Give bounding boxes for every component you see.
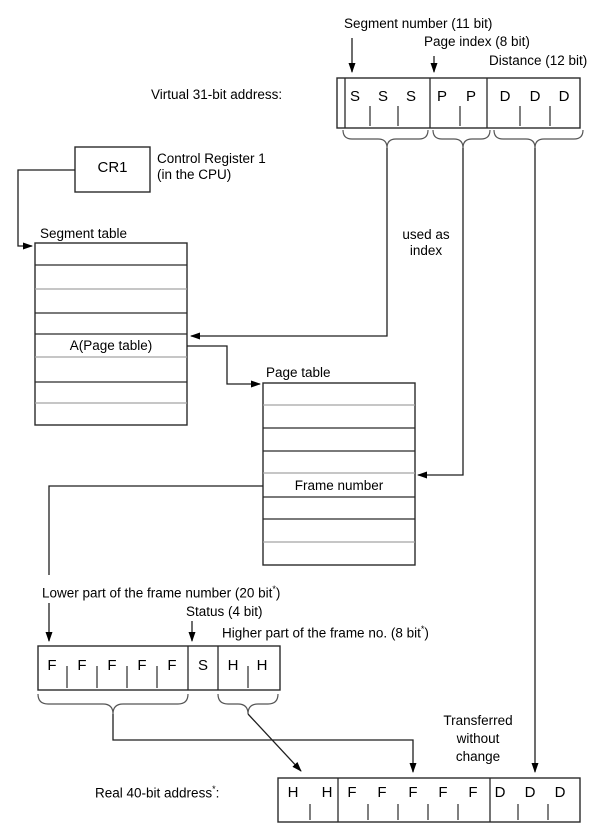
connectors — [17, 38, 539, 773]
virtual-address-box — [336, 77, 581, 129]
real-address-label: Real 40-bit address*: — [95, 781, 219, 802]
page-table-outline — [262, 382, 416, 566]
real-bit-letter: F — [468, 784, 478, 801]
lower-part-close: ) — [275, 585, 281, 601]
frame-entry-box — [37, 645, 281, 691]
higher-frame-brace — [217, 693, 279, 715]
virtual-bit-letter: D — [529, 88, 541, 105]
virtual-address-label: Virtual 31-bit address: — [151, 87, 283, 102]
real-bit-letter: H — [321, 784, 333, 801]
a-page-table-cell: A(Page table) — [69, 338, 153, 353]
transferred-line2: without — [456, 731, 500, 746]
segment-number-label: Segment number (11 bit) — [344, 16, 493, 31]
higher-part-asterisk: * — [420, 624, 425, 634]
frame-entry-bit-letter: F — [137, 657, 147, 674]
real-address-asterisk: * — [212, 784, 216, 794]
real-address-colon: : — [215, 785, 220, 801]
real-bit-letter: H — [287, 784, 299, 801]
virtual-bit-letter: P — [465, 88, 476, 105]
frame-entry-bit-letter: F — [107, 657, 117, 674]
status-label: Status (4 bit) — [186, 604, 263, 619]
higher-frame-to-real-connector — [247, 713, 302, 772]
lower-frame-brace — [37, 693, 189, 715]
frame-entry-bit-letter: F — [47, 657, 57, 674]
frame-entry-box-outline — [37, 645, 281, 691]
distance-label: Distance (12 bit) — [489, 53, 588, 68]
page-table-grid — [262, 382, 416, 566]
distance-bits-brace — [493, 129, 584, 149]
virtual-bit-letter: S — [377, 88, 388, 105]
real-bit-letter: F — [438, 784, 448, 801]
frame-entry-bit-letter: F — [167, 657, 177, 674]
real-address-box — [277, 777, 581, 823]
frame-entry-bit-letter: F — [77, 657, 87, 674]
cr1-to-segment-table-connector — [17, 169, 75, 250]
frame-number-connector — [48, 485, 263, 575]
frame-number-cell: Frame number — [294, 478, 384, 493]
virtual-bit-letter: D — [499, 88, 511, 105]
virtual-bit-letter: S — [349, 88, 360, 105]
virtual-bit-letter: P — [436, 88, 447, 105]
segment-bits-brace — [342, 129, 429, 149]
control-register-label: Control Register 1(in the CPU) — [157, 151, 266, 183]
virtual-bit-letter: S — [405, 88, 416, 105]
used-as-line2: index — [409, 243, 443, 258]
lower-part-text: Lower part of the frame number (20 bit — [42, 585, 273, 601]
real-bit-letter: F — [408, 784, 418, 801]
real-bit-letter: D — [524, 784, 536, 801]
page-table-label: Page table — [266, 365, 331, 380]
used-as-line1: used as — [402, 227, 450, 242]
frame-entry-bit-letter: H — [227, 657, 239, 674]
segment-index-connector — [190, 148, 388, 340]
page-index-label: Page index (8 bit) — [424, 34, 530, 49]
lower-frame-to-real-connector — [112, 714, 417, 773]
virtual-bit-letter: D — [558, 88, 570, 105]
real-address-box-outline — [277, 777, 581, 823]
real-bit-letter: F — [347, 784, 357, 801]
frame-entry-bit-letter: S — [197, 657, 208, 674]
virtual-address-box-outline — [336, 77, 581, 129]
segment-table-grid — [34, 242, 188, 426]
real-bit-letter: D — [554, 784, 566, 801]
page-table-address-connector — [187, 345, 261, 388]
higher-part-text: Higher part of the frame no. (8 bit — [222, 625, 421, 641]
transferred-line1: Transferred — [443, 713, 513, 728]
higher-part-close: ) — [424, 625, 429, 641]
segment-table-label: Segment table — [40, 226, 128, 241]
page-index-connector — [417, 148, 464, 479]
real-bit-letter: D — [494, 784, 506, 801]
page-bits-brace — [432, 129, 491, 149]
frame-entry-bit-letter: H — [256, 657, 268, 674]
lower-part-label: Lower part of the frame number (20 bit*) — [42, 581, 280, 602]
real-address-text: Real 40-bit address — [95, 785, 213, 801]
transferred-label: Transferred without change — [425, 712, 531, 766]
real-bit-letter: F — [377, 784, 387, 801]
control-register-line1: Control Register 1 — [157, 151, 266, 166]
lower-part-asterisk: * — [272, 584, 276, 594]
control-register-line2: (in the CPU) — [157, 167, 232, 182]
transferred-line3: change — [455, 749, 501, 764]
higher-part-label: Higher part of the frame no. (8 bit*) — [222, 621, 429, 642]
cr1-label: CR1 — [97, 159, 128, 176]
